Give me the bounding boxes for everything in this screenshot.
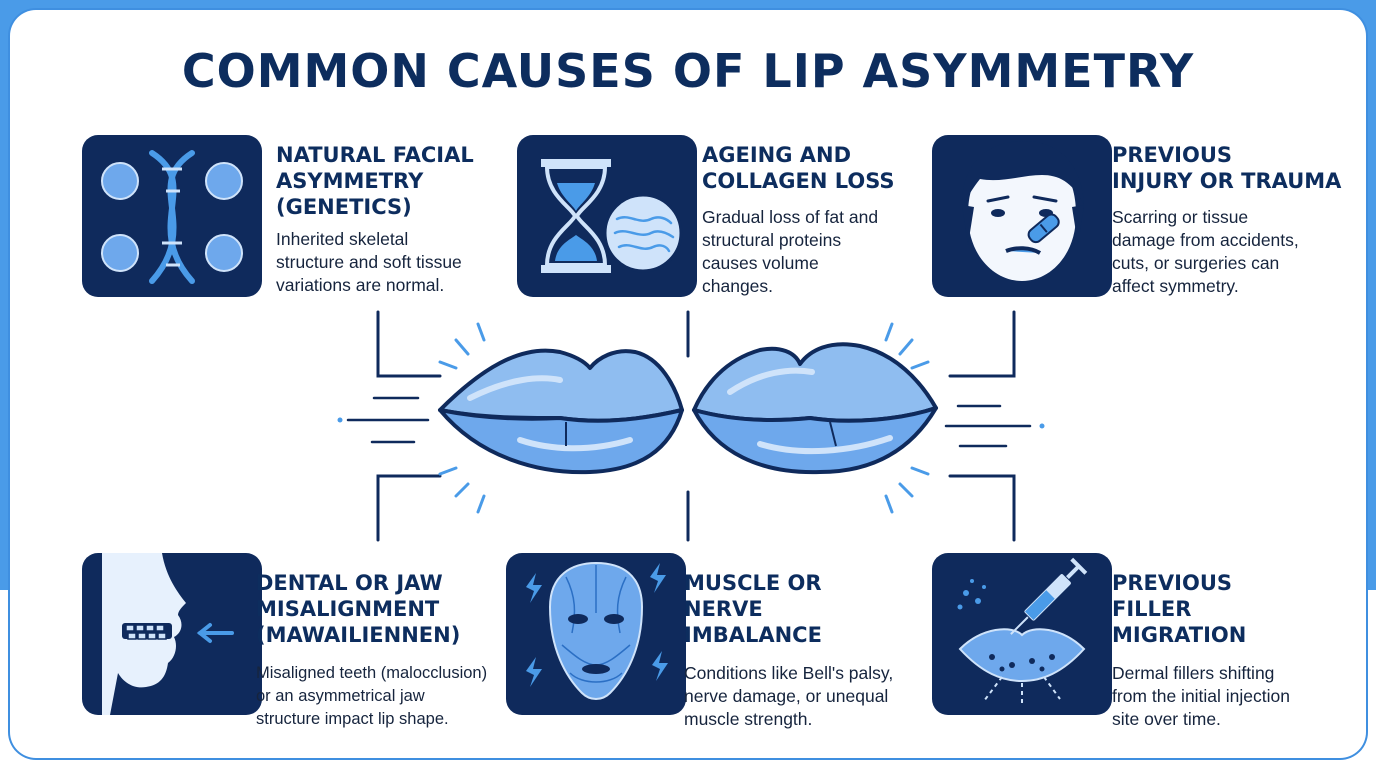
cause-block-muscle: MUSCLE OR NERVE IMBALANCE Conditions lik… bbox=[684, 570, 934, 731]
cause-heading: MUSCLE OR NERVE IMBALANCE bbox=[684, 571, 822, 647]
cause-description: Gradual loss of fat and structural prote… bbox=[702, 207, 879, 296]
cause-heading: AGEING AND COLLAGEN LOSS bbox=[702, 143, 895, 193]
cause-block-ageing: AGEING AND COLLAGEN LOSS Gradual loss of… bbox=[702, 142, 952, 298]
cause-block-filler: PREVIOUS FILLER MIGRATION Dermal fillers… bbox=[1112, 570, 1362, 731]
cause-heading: NATURAL FACIAL ASYMMETRY (GENETICS) bbox=[276, 143, 474, 219]
cause-block-dental: DENTAL OR JAW MISALIGNMENT (MAWAILIENNEN… bbox=[256, 570, 536, 731]
cause-description: Misaligned teeth (malocclusion) or an as… bbox=[256, 664, 488, 728]
facial-muscles-icon bbox=[506, 553, 686, 715]
cause-description: Dermal fillers shifting from the initial… bbox=[1112, 663, 1290, 729]
cause-block-genetics: NATURAL FACIAL ASYMMETRY (GENETICS) Inhe… bbox=[276, 142, 526, 297]
dna-faces-icon bbox=[82, 135, 262, 297]
cause-heading: PREVIOUS INJURY OR TRAUMA bbox=[1112, 143, 1342, 193]
cause-block-injury: PREVIOUS INJURY OR TRAUMA Scarring or ti… bbox=[1112, 142, 1362, 298]
cause-description: Scarring or tissue damage from accidents… bbox=[1112, 207, 1299, 296]
cause-heading: DENTAL OR JAW MISALIGNMENT (MAWAILIENNEN… bbox=[256, 571, 461, 647]
page-title: COMMON CAUSES OF LIP ASYMMETRY bbox=[181, 44, 1195, 98]
cause-description: Inherited skeletal structure and soft ti… bbox=[276, 229, 462, 295]
jaw-profile-icon bbox=[82, 553, 262, 715]
injured-face-icon bbox=[932, 135, 1112, 297]
cause-description: Conditions like Bell's palsy, nerve dama… bbox=[684, 663, 894, 729]
hourglass-icon bbox=[517, 135, 697, 297]
cause-heading: PREVIOUS FILLER MIGRATION bbox=[1112, 571, 1247, 647]
syringe-lips-icon bbox=[932, 553, 1112, 715]
